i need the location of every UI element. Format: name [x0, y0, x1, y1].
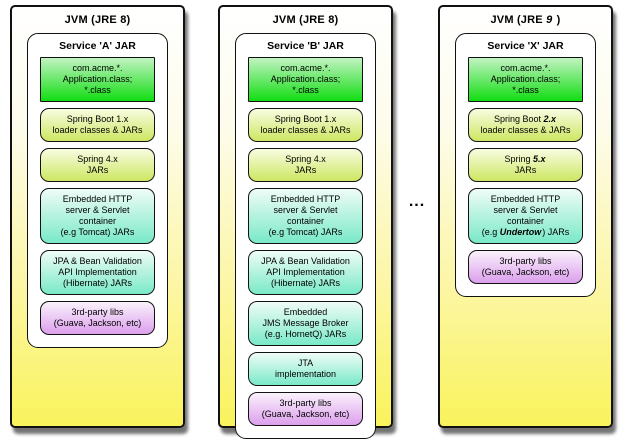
box-text-line: (e.g. HornetQ) JARs	[264, 329, 347, 339]
box-text-line: 3rd-party libs	[71, 307, 124, 317]
box-text-line: Spring 5.x	[504, 154, 546, 164]
box-text-line: 3rd-party libs	[279, 398, 332, 408]
service-jar-box: Service 'B' JAR com.acme.*.Application.c…	[235, 33, 376, 439]
third-party-libs-box: 3rd-party libs(Guava, Jackson, etc)	[40, 301, 155, 335]
box-text-line: implementation	[274, 369, 337, 379]
box-text-line: (Guava, Jackson, etc)	[261, 409, 350, 419]
box-text-line: *.class	[512, 85, 539, 95]
third-party-libs-box: 3rd-party libs(Guava, Jackson, etc)	[248, 392, 363, 426]
jvm-title: JVM (JRE 9 )	[490, 14, 561, 26]
app-classes-box: com.acme.*.Application.class;*.class	[468, 57, 583, 102]
box-text-line: 3rd-party libs	[499, 256, 552, 266]
ellipsis: ...	[408, 193, 426, 210]
service-jar-title: Service 'X' JAR	[487, 40, 564, 52]
box-text-line: (Guava, Jackson, etc)	[53, 318, 142, 328]
jvm-title: JVM (JRE 8)	[272, 14, 339, 26]
box-text-line: (e.g Undertow) JARs	[481, 227, 570, 237]
box-text-line: loader classes & JARs	[52, 125, 143, 135]
box-text-line: server & Servlet	[273, 205, 338, 215]
box-text-line: (Guava, Jackson, etc)	[481, 267, 570, 277]
box-text-line: Embedded	[283, 307, 328, 317]
box-text-line: Application.class;	[490, 74, 561, 84]
box-text-line: (Hibernate) JARs	[62, 278, 133, 288]
box-text-line: com.acme.*.	[72, 63, 123, 73]
box-text-line: com.acme.*.	[280, 63, 331, 73]
box-text-line: JTA	[297, 358, 314, 368]
box-text-line: Application.class;	[270, 74, 341, 84]
box-text-line: (e.g Tomcat) JARs	[60, 227, 135, 237]
box-text-line: JPA & Bean Validation	[261, 256, 350, 266]
jvm-box: JVM (JRE 8) Service 'A' JAR com.acme.*.A…	[10, 5, 185, 428]
box-text-line: com.acme.*.	[500, 63, 551, 73]
box-text-line: JARs	[294, 165, 317, 175]
app-classes-box: com.acme.*.Application.class;*.class	[40, 57, 155, 102]
third-party-libs-box: 3rd-party libs(Guava, Jackson, etc)	[468, 250, 583, 284]
box-text-line: server & Servlet	[65, 205, 130, 215]
box-text-line: Spring 4.x	[77, 154, 118, 164]
box-text-line: loader classes & JARs	[480, 125, 571, 135]
jvm-box: JVM (JRE 9 ) Service 'X' JAR com.acme.*.…	[438, 5, 613, 428]
service-jar-box: Service 'X' JAR com.acme.*.Application.c…	[455, 33, 596, 297]
box-text-line: Spring 4.x	[285, 154, 326, 164]
service-jar-title: Service 'B' JAR	[267, 40, 344, 52]
service-jar-title: Service 'A' JAR	[59, 40, 136, 52]
box-text-line: JPA & Bean Validation	[53, 256, 142, 266]
box-text-line: server & Servlet	[493, 205, 558, 215]
jvm-box: JVM (JRE 8) Service 'B' JAR com.acme.*.A…	[218, 5, 393, 439]
box-text-line: Application.class;	[62, 74, 133, 84]
box-text-line: *.class	[84, 85, 111, 95]
box-text-line: Embedded HTTP	[270, 194, 341, 204]
box-text-line: Spring Boot 1.x	[274, 114, 337, 124]
box-text-line: Embedded HTTP	[62, 194, 133, 204]
box-text-line: JMS Message Broker	[262, 318, 349, 328]
box-text-line: API Implementation	[266, 267, 345, 277]
box-text-line: JARs	[514, 165, 537, 175]
service-jar-box: Service 'A' JAR com.acme.*.Application.c…	[27, 33, 168, 348]
jvm-title: JVM (JRE 8)	[64, 14, 131, 26]
box-text-line: API Implementation	[58, 267, 137, 277]
box-text-line: (e.g Tomcat) JARs	[268, 227, 343, 237]
box-text-line: loader classes & JARs	[260, 125, 351, 135]
app-classes-box: com.acme.*.Application.class;*.class	[248, 57, 363, 102]
box-text-line: Spring Boot 2.x	[493, 114, 557, 124]
box-text-line: container	[506, 216, 545, 226]
box-text-line: container	[286, 216, 325, 226]
box-text-line: (Hibernate) JARs	[270, 278, 341, 288]
box-text-line: Embedded HTTP	[490, 194, 561, 204]
box-text-line: container	[78, 216, 117, 226]
box-text-line: JARs	[86, 165, 109, 175]
box-text-line: *.class	[292, 85, 319, 95]
box-text-line: Spring Boot 1.x	[66, 114, 129, 124]
